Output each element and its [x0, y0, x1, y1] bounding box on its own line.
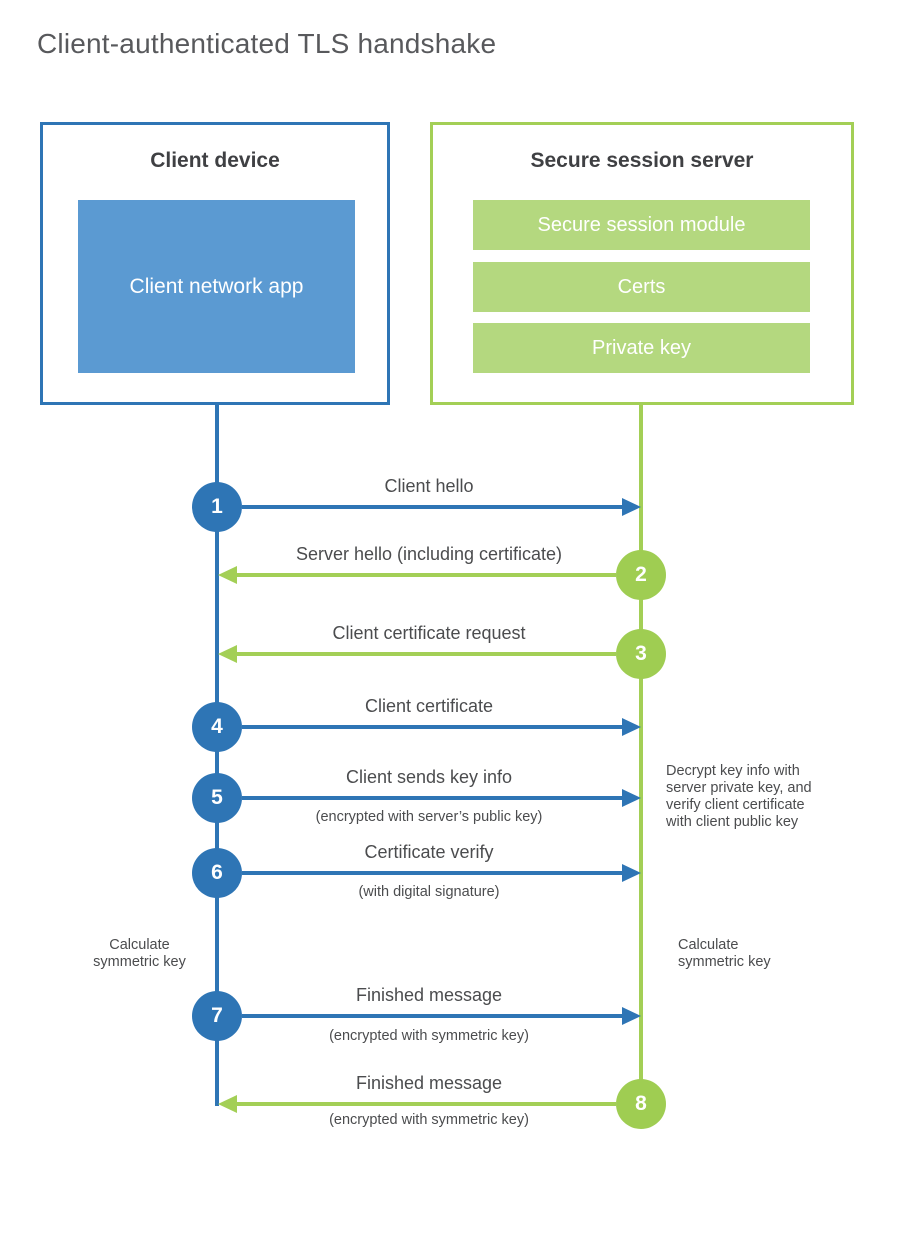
- step-6-arrowhead-icon: [622, 864, 641, 882]
- client-network-app-label: Client network app: [129, 274, 304, 298]
- step-3-marker: 3: [616, 629, 666, 679]
- step-1-label: Client hello: [384, 476, 474, 496]
- secure-session-server-title: Secure session server: [530, 149, 754, 172]
- step-1-arrowhead-icon: [622, 498, 641, 516]
- step-5-label: Client sends key info: [345, 767, 513, 787]
- step-3-label: Client certificate request: [332, 623, 526, 643]
- secure-session-server-box: Secure session server Secure session mod…: [430, 122, 854, 405]
- step-8-marker: 8: [616, 1079, 666, 1129]
- server-decrypt-note: Decrypt key info with server private key…: [666, 763, 812, 830]
- step-5-sublabel: (encrypted with server’s public key): [315, 809, 543, 825]
- step-4-marker: 4: [192, 702, 242, 752]
- step-7-marker: 7: [192, 991, 242, 1041]
- step-2-marker: 2: [616, 550, 666, 600]
- server-lifeline: [639, 405, 643, 1104]
- step-5-arrow: [242, 796, 624, 800]
- step-4-arrowhead-icon: [622, 718, 641, 736]
- step-7-sublabel: (encrypted with symmetric key): [329, 1028, 529, 1044]
- step-3-arrowhead-icon: [218, 645, 237, 663]
- page-title: Client-authenticated TLS handshake: [37, 28, 497, 59]
- step-3-arrow: [236, 652, 616, 656]
- step-4-arrow: [242, 725, 624, 729]
- step-8-sublabel: (encrypted with symmetric key): [329, 1112, 529, 1128]
- step-5-arrowhead-icon: [622, 789, 641, 807]
- step-7-arrow: [242, 1014, 624, 1018]
- step-8-arrowhead-icon: [218, 1095, 237, 1113]
- step-1-marker: 1: [192, 482, 242, 532]
- step-4-label: Client certificate: [364, 696, 494, 716]
- step-8-label: Finished message: [355, 1073, 503, 1093]
- server-calculate-symmetric-key-note: Calculate symmetric key: [678, 937, 771, 970]
- step-5-marker: 5: [192, 773, 242, 823]
- step-2-arrowhead-icon: [218, 566, 237, 584]
- step-6-label: Certificate verify: [364, 842, 494, 862]
- client-calculate-symmetric-key-note: Calculate symmetric key: [93, 937, 186, 970]
- client-lifeline: [215, 405, 219, 1106]
- client-device-box: Client device Client network app: [40, 122, 390, 405]
- step-1-arrow: [242, 505, 624, 509]
- step-6-arrow: [242, 871, 624, 875]
- server-module-certs: Certs: [473, 262, 810, 312]
- step-6-sublabel: (with digital signature): [358, 884, 500, 900]
- server-module-secure-session: Secure session module: [473, 200, 810, 250]
- client-device-title: Client device: [150, 149, 280, 172]
- client-network-app-block: Client network app: [78, 200, 355, 373]
- step-8-arrow: [236, 1102, 616, 1106]
- step-7-arrowhead-icon: [622, 1007, 641, 1025]
- server-module-private-key: Private key: [473, 323, 810, 373]
- step-2-arrow: [236, 573, 616, 577]
- step-7-label: Finished message: [355, 985, 503, 1005]
- step-2-label: Server hello (including certificate): [295, 544, 563, 564]
- step-6-marker: 6: [192, 848, 242, 898]
